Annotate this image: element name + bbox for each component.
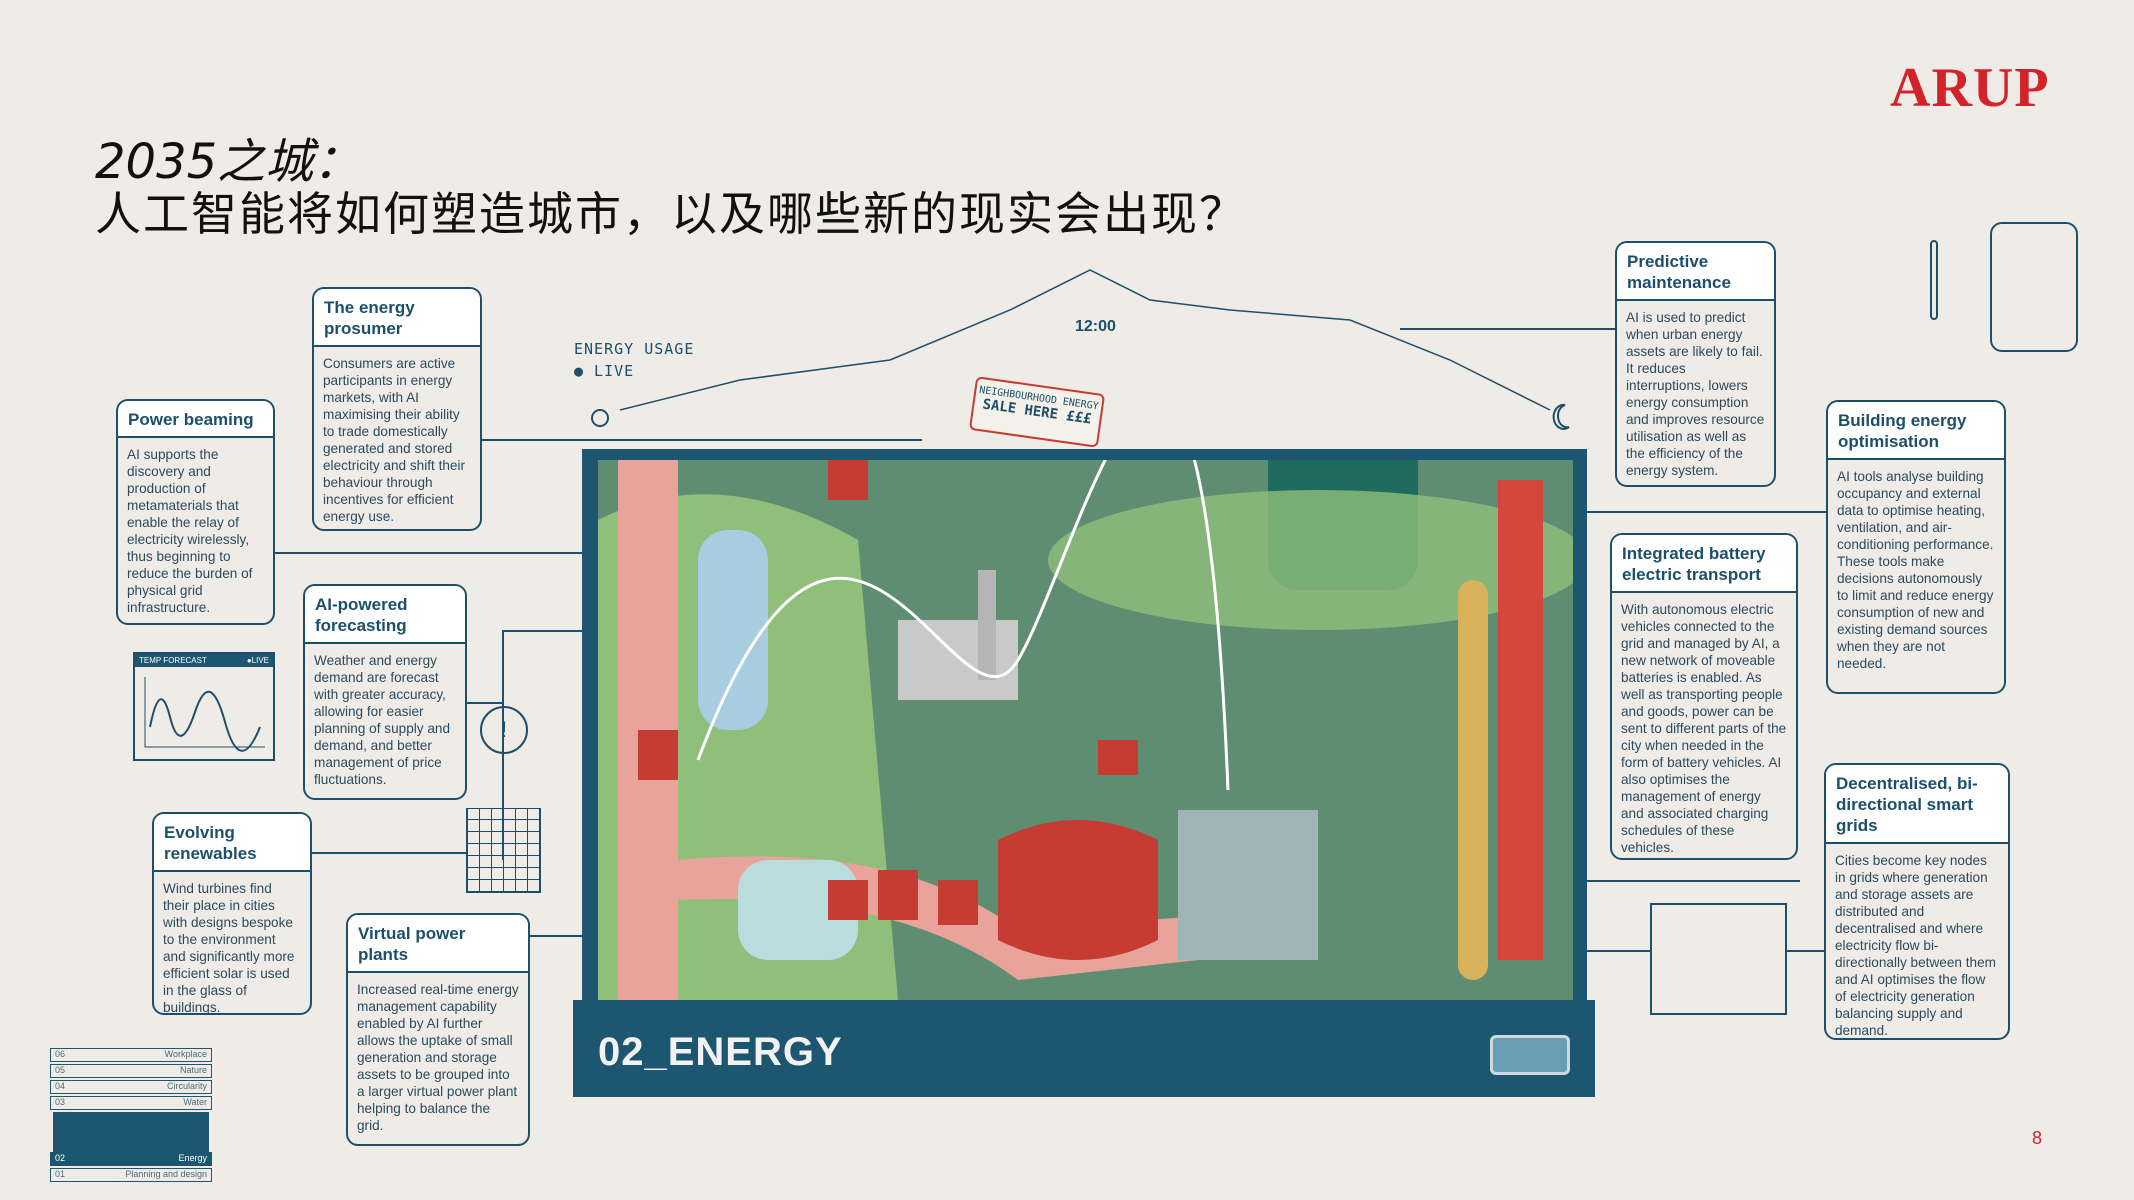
nav-num: 06 — [55, 1049, 66, 1059]
card-title: The energy prosumer — [314, 289, 480, 347]
card-body: Increased real-time energy management ca… — [357, 982, 519, 1133]
live-label: ● LIVE — [574, 362, 635, 380]
city-illustration-art — [598, 350, 1588, 1000]
factory-icon — [898, 620, 1018, 700]
nav-item-planning-and-design[interactable]: 01 Planning and design — [50, 1168, 212, 1182]
card-title: Evolving renewables — [154, 814, 310, 872]
card-title: Integrated battery electric transport — [1612, 535, 1796, 593]
nav-label: Energy — [178, 1153, 207, 1163]
temp-forecast-widget: TEMP FORECAST ●LIVE — [133, 652, 275, 761]
nav-num: 05 — [55, 1065, 66, 1075]
card-title: Power beaming — [118, 401, 273, 438]
title-line-2: 人工智能将如何塑造城市，以及哪些新的现实会出现？ — [95, 187, 1247, 241]
nav-num: 04 — [55, 1081, 66, 1091]
card-title: Virtual power plants — [348, 915, 528, 973]
sun-icon — [591, 409, 609, 427]
section-label: 02_ENERGY — [598, 1030, 843, 1074]
connector-line — [312, 852, 467, 854]
nav-num: 03 — [55, 1097, 66, 1107]
connector-line — [482, 439, 922, 441]
nav-label: Water — [183, 1097, 207, 1107]
temp-forecast-live: ●LIVE — [246, 656, 269, 665]
connector-line — [1580, 950, 1650, 952]
arup-logo: ARUP — [1890, 57, 2050, 119]
reservoir-icon — [998, 820, 1158, 960]
energy-usage-chart — [591, 269, 1570, 430]
connector-line — [275, 552, 595, 554]
occupancy-icon — [1990, 222, 2078, 352]
train-icon — [1458, 580, 1488, 980]
energy-usage-line — [619, 269, 1551, 411]
connector-line — [1785, 950, 1825, 952]
title-line-1: 2035之城： — [95, 134, 362, 190]
fan-icon — [1178, 810, 1318, 960]
nav-label: Planning and design — [125, 1169, 207, 1179]
connector-line — [467, 702, 502, 704]
connector-line — [1430, 880, 1800, 882]
chimney-icon — [978, 570, 996, 680]
nav-label: Circularity — [166, 1081, 207, 1091]
card-predictive-maintenance: Predictive maintenance AI is used to pred… — [1615, 241, 1776, 487]
nav-item-circularity[interactable]: 04 Circularity — [50, 1080, 212, 1094]
time-label: 12:00 — [1075, 318, 1116, 335]
nav-num: 01 — [55, 1169, 66, 1179]
card-title: Building energy optimisation — [1828, 402, 2004, 460]
card-body: AI is used to predict when urban energy … — [1626, 310, 1765, 478]
card-body: Consumers are active participants in ene… — [323, 356, 466, 524]
nav-num: 02 — [55, 1153, 66, 1163]
solar-glass-icon — [466, 808, 541, 893]
card-body: With autonomous electric vehicles connec… — [1621, 602, 1787, 855]
nav-active-panel — [53, 1112, 209, 1152]
smart-grid-diagram — [1650, 903, 1787, 1015]
nav-label: Workplace — [164, 1049, 207, 1059]
card-building-energy-optimisation: Building energy optimisation AI tools ana… — [1826, 400, 2006, 694]
city-illustration — [598, 350, 1588, 1000]
section-footer-bar — [573, 1000, 1595, 1097]
connector-line — [1400, 328, 1615, 330]
houses-group — [638, 460, 1138, 925]
page-number: 8 — [2032, 1128, 2043, 1148]
card-body: AI supports the discovery and production… — [127, 447, 253, 615]
moon-icon — [1552, 403, 1570, 430]
card-title: Predictive maintenance — [1617, 243, 1774, 301]
nav-label: Nature — [179, 1065, 207, 1075]
energy-usage-label: ENERGY USAGE — [574, 340, 695, 358]
card-title: AI-powered forecasting — [305, 586, 465, 644]
connector-line — [1415, 511, 1826, 513]
nav-item-workplace[interactable]: 06 Workplace — [50, 1048, 212, 1062]
card-power-beaming: Power beaming AI supports the discovery a… — [116, 399, 275, 625]
nav-item-nature[interactable]: 05 Nature — [50, 1064, 212, 1078]
thermometer-icon — [1930, 240, 1938, 320]
temp-forecast-graph — [144, 677, 265, 752]
nav-item-energy[interactable]: 02 Energy — [50, 1152, 212, 1166]
card-title: Decentralised, bi-directional smart grid… — [1826, 765, 2008, 844]
card-body: Cities become key nodes in grids where g… — [1835, 853, 1996, 1038]
tower-icon — [698, 530, 768, 730]
card-body: AI tools analyse building occupancy and … — [1837, 469, 1994, 671]
nav-item-water[interactable]: 03 Water — [50, 1096, 212, 1110]
island-shape — [1048, 490, 1588, 630]
rail-shape — [1498, 480, 1543, 960]
connector-port-icon — [1490, 1035, 1570, 1075]
card-body: Weather and energy demand are forecast w… — [314, 653, 451, 787]
alert-icon: ! — [480, 706, 528, 754]
temp-forecast-title: TEMP FORECAST — [139, 656, 207, 665]
connector-line — [502, 630, 622, 632]
card-smart-grids: Decentralised, bi-directional smart grid… — [1824, 763, 2010, 1040]
card-body: Wind turbines find their place in cities… — [163, 881, 295, 1015]
